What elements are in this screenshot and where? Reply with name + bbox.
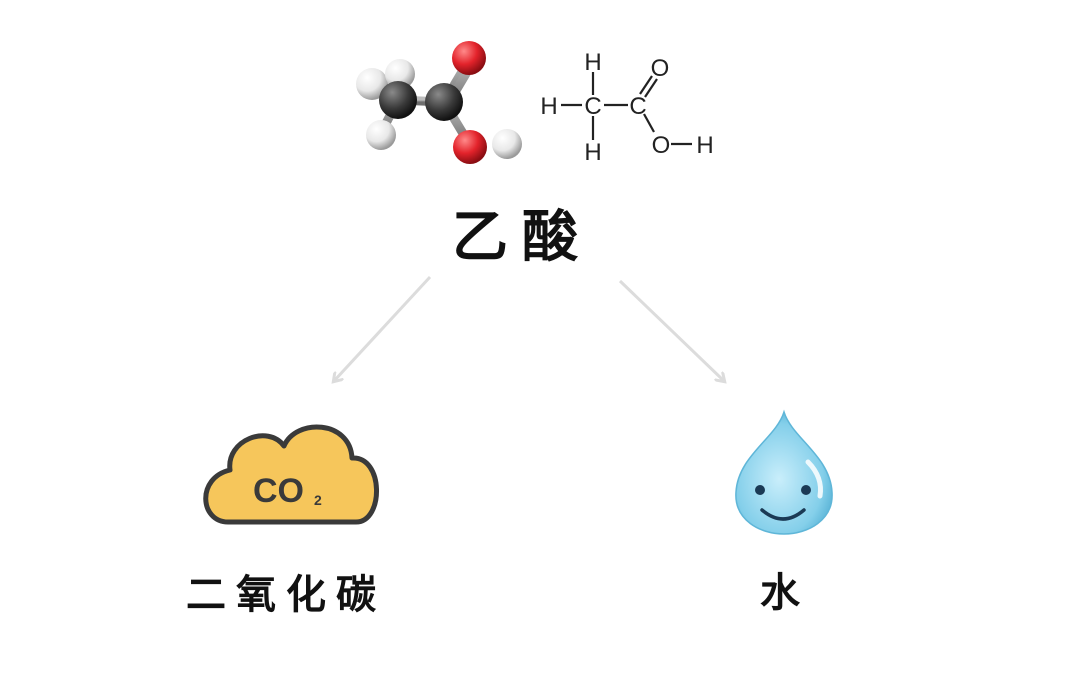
carbon-atom [379, 81, 417, 119]
water-label: 水 [760, 570, 800, 616]
drop-eye [801, 485, 811, 495]
formula-o: O [652, 132, 671, 159]
oxygen-atom [452, 41, 486, 75]
oxygen-atom [453, 130, 487, 164]
water-drop-icon [735, 409, 833, 535]
hydrogen-atom [492, 129, 522, 159]
co2-badge-subscript: 2 [314, 492, 322, 508]
drop-smile [760, 508, 806, 521]
co2-cloud-icon: CO 2 [203, 424, 379, 525]
ball-and-stick-model [356, 41, 522, 164]
formula-h: H [584, 139, 601, 166]
formula-o: O [651, 55, 670, 82]
formula-h: H [696, 132, 713, 159]
co2-badge-text: CO [253, 472, 304, 510]
formula-c: C [584, 93, 601, 120]
co2-label: 二氧化碳 [186, 572, 386, 618]
hydrogen-atom [385, 59, 415, 89]
structural-formula: H H C H C O O H [540, 49, 713, 166]
diagram-title: 乙酸 [452, 205, 592, 270]
arrow-to-co2 [334, 275, 432, 381]
arrow-to-water [618, 279, 724, 381]
hydrogen-atom [356, 68, 388, 100]
formula-h: H [584, 49, 601, 76]
drop-eye [755, 485, 765, 495]
carbon-atom [425, 83, 463, 121]
formula-atoms: H H C H C O O H [540, 49, 713, 166]
formula-c: C [629, 93, 646, 120]
hydrogen-atom [366, 120, 396, 150]
formula-h: H [540, 93, 557, 120]
formula-bonds [561, 72, 692, 146]
